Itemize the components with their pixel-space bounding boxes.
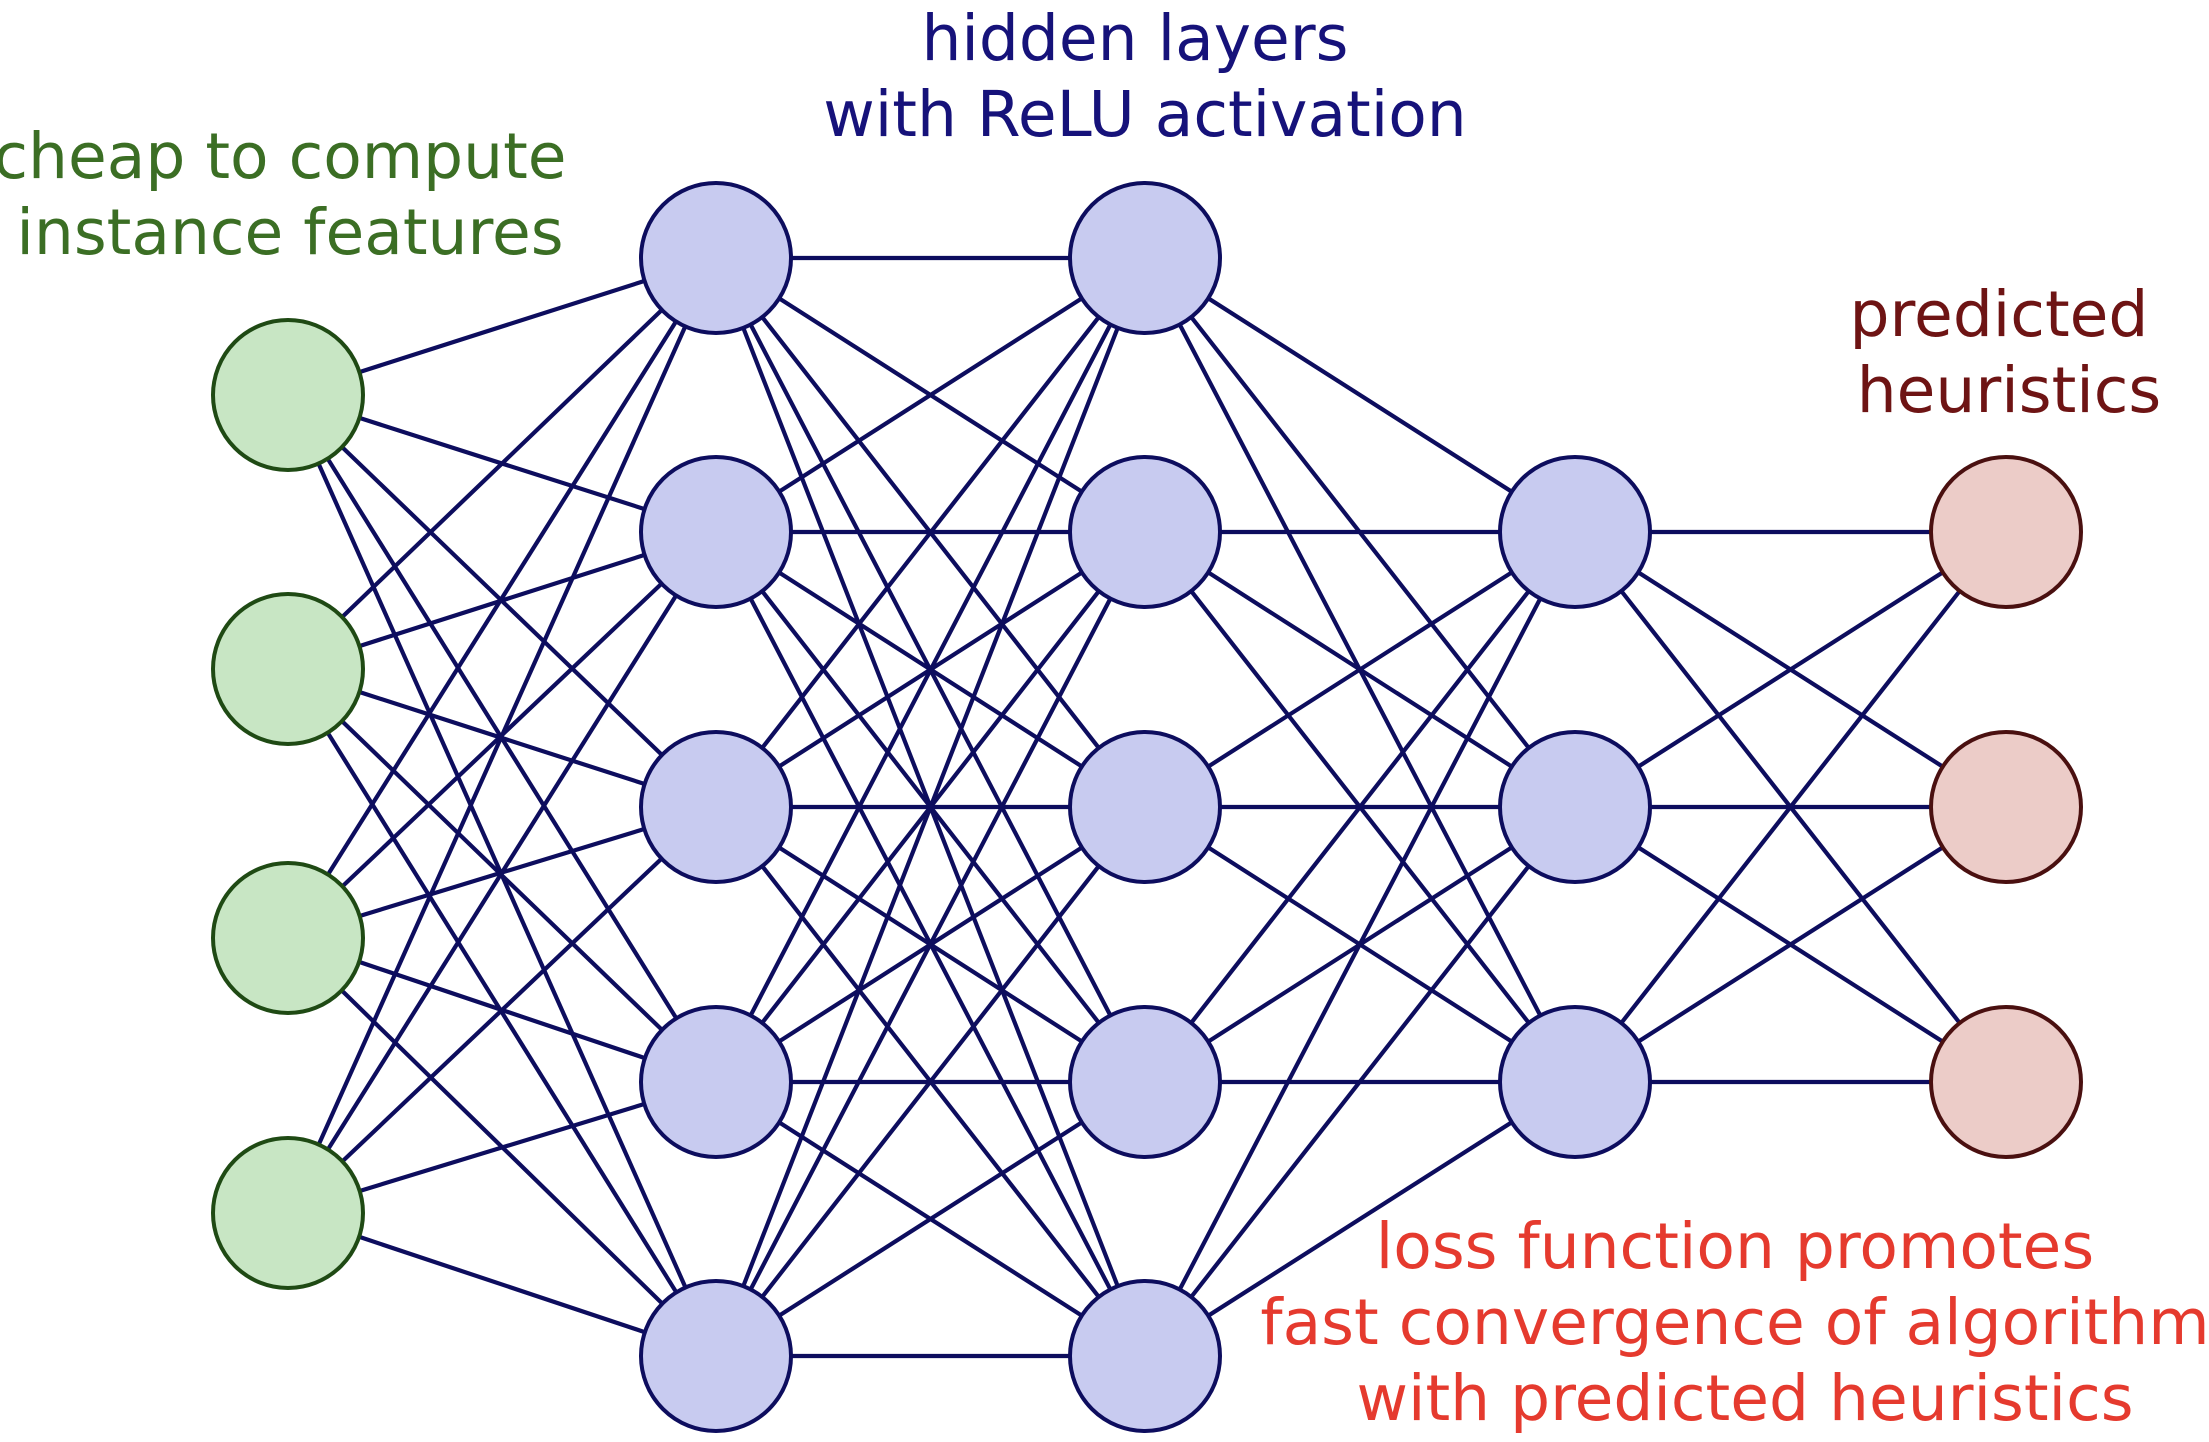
hidden-layer-2-node-5 <box>1068 1279 1222 1433</box>
neurons <box>211 181 2083 1433</box>
input-label-line-1: cheap to compute <box>0 120 567 193</box>
connection-l1-n3-to-n1 <box>326 320 678 876</box>
connection-l4-n3-to-n1 <box>1619 589 1962 1025</box>
input-node-1 <box>211 318 365 472</box>
connection-l2-n4-to-n1 <box>748 323 1113 1017</box>
input-label: cheap to compute instance features <box>0 120 587 269</box>
connection-l3-n4-to-n1 <box>1189 589 1531 1025</box>
output-node-3 <box>1929 1005 2083 1159</box>
connection-l4-n3-to-n2 <box>1637 845 1944 1044</box>
connection-l2-n2-to-n1 <box>778 296 1083 494</box>
connection-l2-n5-to-n4 <box>778 1120 1083 1318</box>
hidden-layer-1-node-5 <box>639 1279 793 1433</box>
connection-l2-n5-to-n1 <box>741 327 1120 1287</box>
hidden-label: hidden layers with ReLU activation <box>823 2 1467 151</box>
hidden-layer-1-node-3 <box>639 730 793 884</box>
hidden-layer-2-node-4 <box>1068 1005 1222 1159</box>
connection-l3-n5-to-n3 <box>1207 1120 1513 1318</box>
connection-l4-n2-to-n1 <box>1637 570 1944 769</box>
hidden-layer-3-node-3 <box>1498 1005 1652 1159</box>
output-label-line-1: predicted <box>1850 278 2149 351</box>
connection-l1-n4-to-n2 <box>326 594 678 1151</box>
input-node-2 <box>211 592 365 746</box>
connection-l3-n5-to-n2 <box>1189 864 1531 1299</box>
output-node-2 <box>1929 730 2083 884</box>
hidden-layer-2-node-1 <box>1068 181 1222 335</box>
hidden-layer-1-node-2 <box>639 455 793 609</box>
hidden-layer-3-node-1 <box>1498 455 1652 609</box>
connection-l1-n2-to-n1 <box>340 308 664 619</box>
output-label-line-2: heuristics <box>1857 354 2162 427</box>
connection-l1-n4-to-n3 <box>340 857 664 1163</box>
hidden-layer-1-node-4 <box>639 1005 793 1159</box>
input-label-line-2: instance features <box>16 196 563 269</box>
hidden-layer-1-node-1 <box>639 181 793 335</box>
input-node-4 <box>211 1136 365 1290</box>
loss-label-line-3: with predicted heuristics <box>1356 1362 2133 1435</box>
connection-l1-n4-to-n1 <box>316 325 688 1146</box>
connection-l1-n4-to-n5 <box>358 1234 646 1335</box>
hidden-layer-2-node-2 <box>1068 455 1222 609</box>
connection-l3-n5-to-n1 <box>1177 597 1543 1291</box>
connection-l1-n1-to-n1 <box>358 278 646 375</box>
connections <box>316 255 1962 1359</box>
loss-label: loss function promotes fast convergence … <box>1260 1210 2209 1435</box>
connection-l3-n3-to-n1 <box>1207 570 1513 769</box>
connection-l3-n1-to-n1 <box>1207 296 1513 494</box>
input-node-3 <box>211 861 365 1015</box>
output-label: predicted heuristics <box>1850 278 2169 427</box>
loss-label-line-2: fast convergence of algorithm <box>1260 1286 2209 1359</box>
hidden-label-line-2: with ReLU activation <box>823 78 1467 151</box>
connection-l2-n5-to-n2 <box>748 597 1113 1291</box>
connection-l1-n4-to-n4 <box>359 1101 645 1194</box>
hidden-layer-3-node-2 <box>1498 730 1652 884</box>
connection-l2-n3-to-n1 <box>760 315 1101 750</box>
loss-label-line-1: loss function promotes <box>1376 1210 2094 1283</box>
connection-l2-n5-to-n3 <box>760 864 1101 1299</box>
output-node-1 <box>1929 455 2083 609</box>
hidden-label-line-1: hidden layers <box>921 2 1348 75</box>
hidden-layer-2-node-3 <box>1068 730 1222 884</box>
